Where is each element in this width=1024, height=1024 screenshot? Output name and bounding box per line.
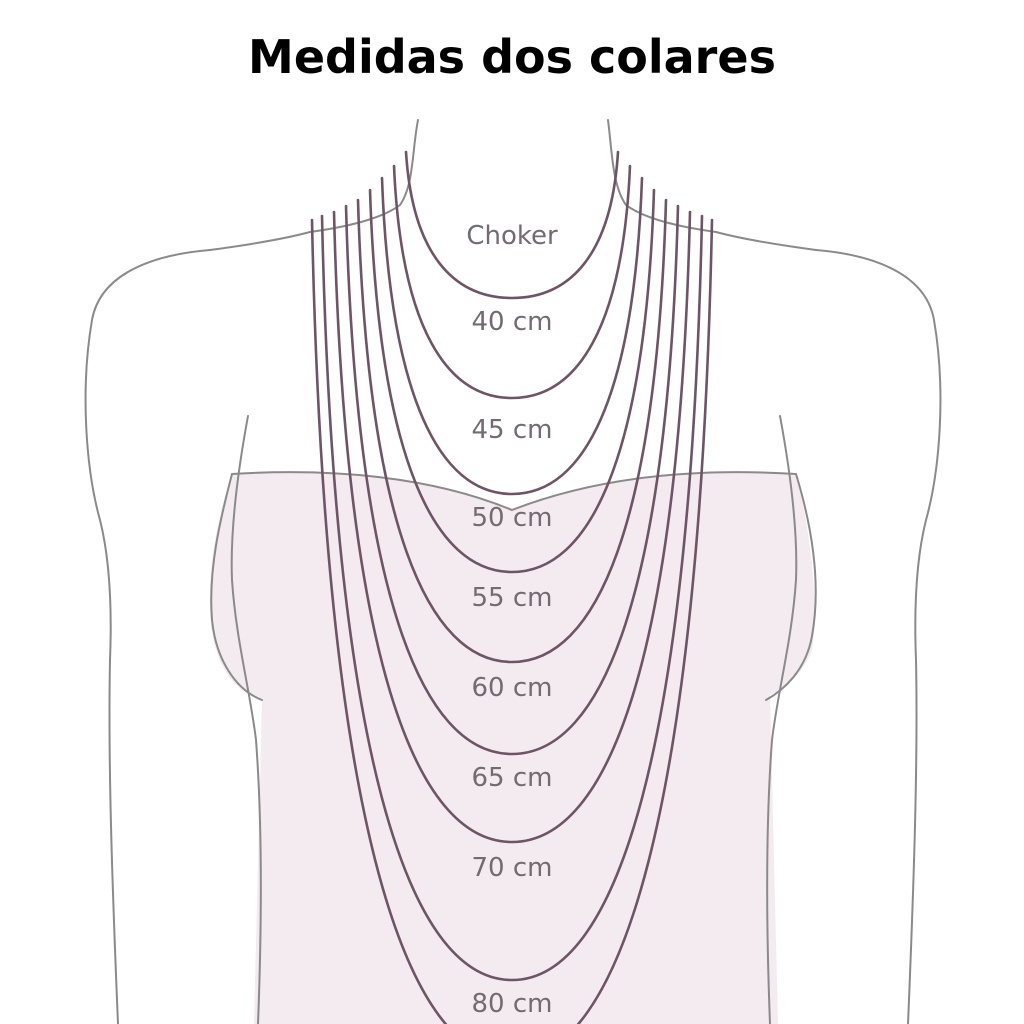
- neck-right: [607, 119, 817, 251]
- garment-left-side: [210, 473, 263, 701]
- necklace-label: 40 cm: [472, 307, 553, 337]
- garment-fill: [209, 472, 815, 1024]
- necklace-curve: [344, 204, 680, 756]
- left-armpit: [230, 415, 262, 1024]
- necklace-curve: [332, 210, 692, 844]
- necklace-curve: [380, 176, 644, 496]
- necklace-label: 45 cm: [472, 415, 553, 445]
- left-arm: [84, 249, 211, 1024]
- garment-neckline: [231, 471, 797, 512]
- necklace-label: 55 cm: [472, 583, 553, 613]
- necklace-curve: [356, 198, 668, 664]
- right-armpit: [766, 415, 798, 1024]
- necklace-curve: [320, 214, 704, 982]
- neck-left: [209, 119, 419, 251]
- necklace-label: 65 cm: [472, 763, 553, 793]
- page-title: Medidas dos colares: [248, 30, 776, 84]
- necklace-label: 80 cm: [472, 989, 553, 1019]
- necklace-label: 70 cm: [472, 853, 553, 883]
- right-arm: [815, 249, 942, 1024]
- necklace-curve: [404, 150, 620, 300]
- necklace-curve: [368, 188, 656, 574]
- necklace-curve: [392, 164, 632, 400]
- garment-right-side: [765, 473, 817, 701]
- necklace-label: Choker: [466, 221, 558, 251]
- necklace-label: 60 cm: [472, 673, 553, 703]
- necklace-label: 50 cm: [472, 503, 553, 533]
- necklace-group: Choker 40 cm 45 cm 50 cm 55 cm 60 cm 65 cm 70 c…: [310, 150, 714, 1024]
- necklace-curve: [310, 218, 714, 1024]
